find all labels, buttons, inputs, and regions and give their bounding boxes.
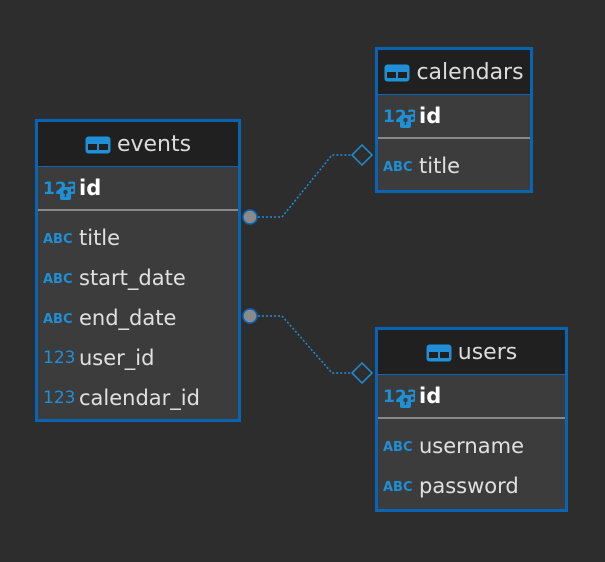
attribute-row-password[interactable]: ABC password [378,466,565,506]
pk-row-id[interactable]: 123 id [378,95,530,139]
attribute-label: title [419,154,461,178]
svg-text:ABC: ABC [383,160,413,175]
relation-start-dot-users[interactable] [242,308,258,324]
abc-text-icon: ABC [383,435,415,457]
relation-events-calendars[interactable] [250,154,356,218]
relation-end-diamond-users[interactable] [350,361,374,385]
abc-text-icon: ABC [43,307,75,329]
svg-text:ABC: ABC [383,480,413,495]
attribute-label: start_date [79,266,186,290]
svg-text:123: 123 [43,388,75,408]
numeric-key-icon: 123 [383,385,415,408]
entity-header[interactable]: events [38,122,238,167]
entity-header[interactable]: calendars [378,50,530,95]
pk-row-id[interactable]: 123 id [378,375,565,419]
pk-label: id [419,384,442,408]
table-icon [85,135,111,154]
attribute-row-username[interactable]: ABC username [378,426,565,466]
attribute-row-end-date[interactable]: ABC end_date [38,298,238,338]
relation-start-dot-calendars[interactable] [242,209,258,225]
attribute-label: username [419,434,524,458]
svg-text:ABC: ABC [43,312,73,327]
relation-end-diamond-calendars[interactable] [350,143,374,167]
entity-calendars[interactable]: calendars 123 id ABC title [375,47,533,193]
table-icon [384,63,410,82]
attribute-label: user_id [79,346,155,370]
attribute-label: end_date [79,306,177,330]
svg-text:ABC: ABC [43,232,73,247]
svg-text:ABC: ABC [43,272,73,287]
numeric-key-icon: 123 [383,105,415,128]
123-numeric-icon: 123 [43,387,75,409]
entity-title: calendars [416,59,524,85]
entity-title: events [116,131,192,157]
abc-text-icon: ABC [383,155,415,177]
pk-row-id[interactable]: 123 id [38,167,238,211]
pk-label: id [419,104,442,128]
pk-label: id [79,176,102,200]
abc-text-icon: ABC [43,267,75,289]
numeric-key-icon: 123 [43,177,75,200]
attribute-label: title [79,226,121,250]
abc-text-icon: ABC [43,227,75,249]
entity-header[interactable]: users [378,330,565,375]
table-icon [426,343,452,362]
attribute-row-title[interactable]: ABC title [378,146,530,186]
abc-text-icon: ABC [383,475,415,497]
svg-text:ABC: ABC [383,440,413,455]
attribute-label: password [419,474,519,498]
svg-text:123: 123 [43,348,75,368]
123-numeric-icon: 123 [43,347,75,369]
attribute-row-title[interactable]: ABC title [38,218,238,258]
attribute-label: calendar_id [79,386,200,410]
entity-title: users [457,339,518,365]
attribute-row-start-date[interactable]: ABC start_date [38,258,238,298]
relation-events-users[interactable] [250,315,356,374]
